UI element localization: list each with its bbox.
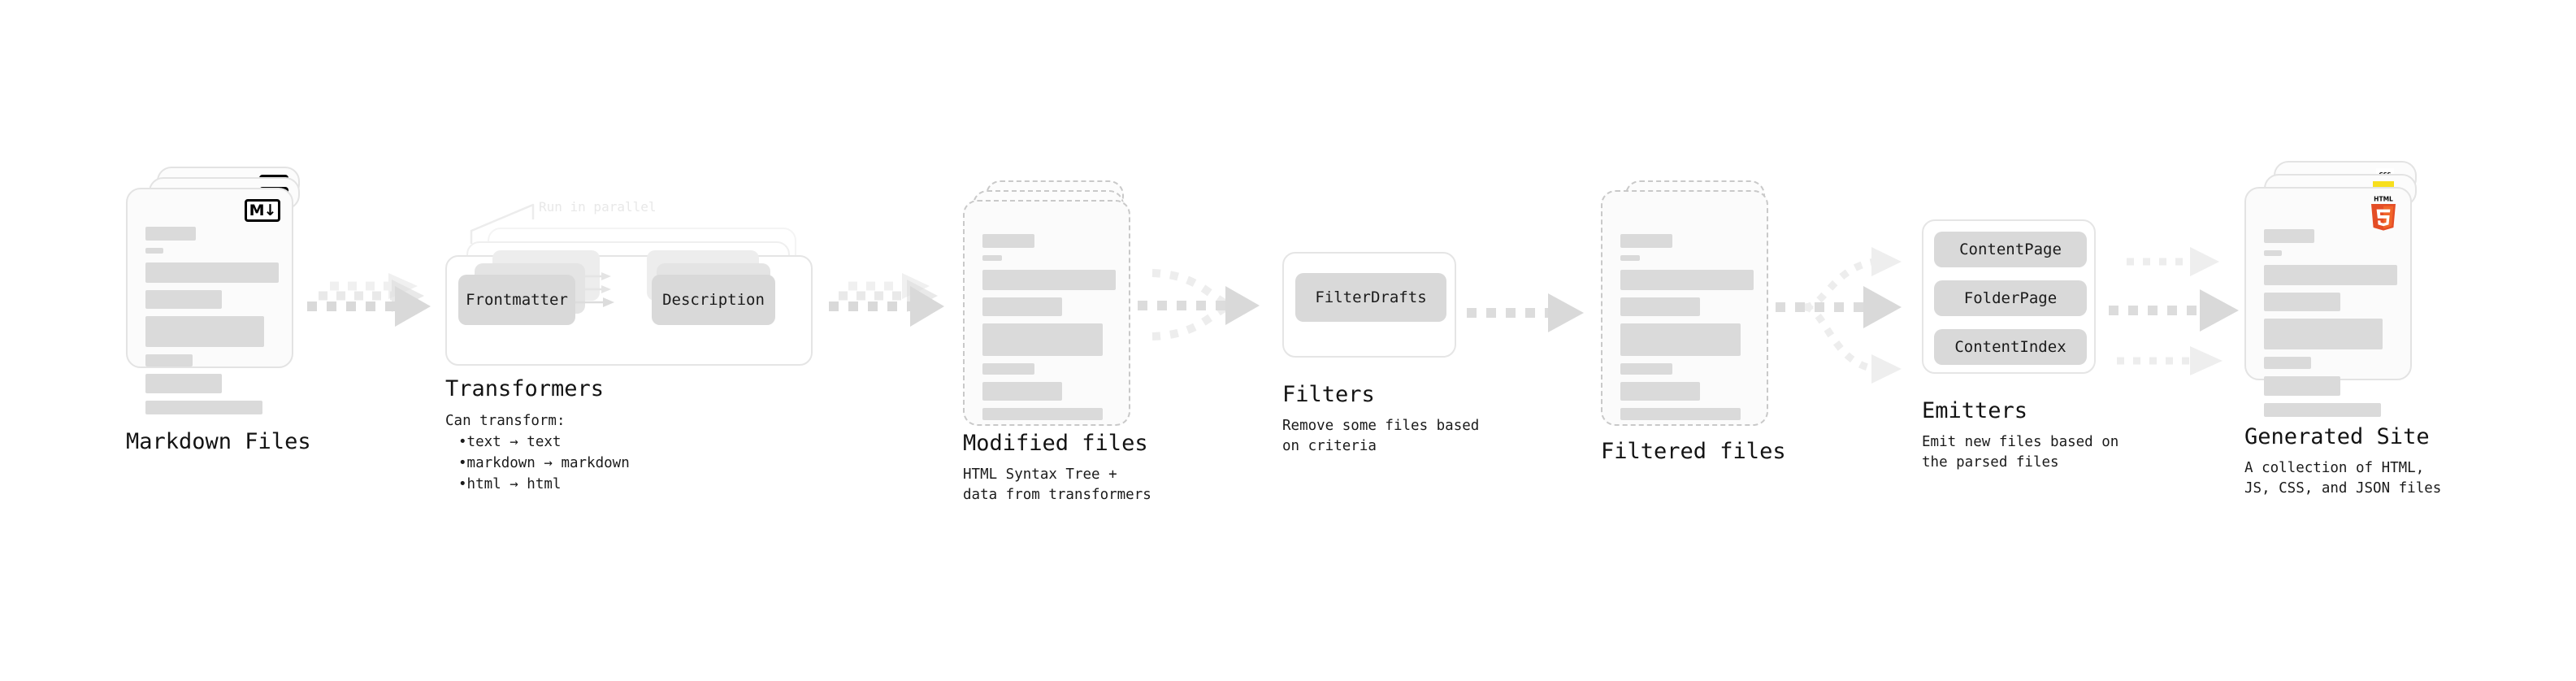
stage-markdown-files: M↓ M↓ M↓ [126,167,313,414]
doc-placeholder-bars [2264,229,2397,424]
stage-title-filters: Filters [1282,382,1375,407]
run-in-parallel-bracket [470,203,535,244]
bar [145,316,264,347]
transformers-bullet-list: text → text markdown → markdown html → h… [445,432,630,495]
connector-filters-to-filtered [1467,286,1593,343]
bullet-item: markdown → markdown [458,453,630,474]
bar [982,234,1034,248]
transformer-box[interactable]: Frontmatter Description [445,250,813,366]
bar [2264,376,2340,396]
stage-subtitle-filters: Remove some files based on criteria [1282,418,1480,454]
bar [2264,265,2397,285]
document-stack-filtered [1601,180,1780,426]
bar [1620,363,1672,375]
bar [1620,297,1700,316]
bar [982,323,1103,356]
bar [982,255,1002,261]
stage-title-markdown-files: Markdown Files [126,429,311,454]
doc-card-front [1601,190,1768,426]
bar [2264,403,2381,417]
bar [1620,408,1741,420]
bar [2264,293,2340,311]
stage-title-generated-site: Generated Site [2244,424,2430,449]
chip-contentpage[interactable]: ContentPage [1934,232,2087,267]
connector-transformers-to-modified [829,268,951,358]
transformer-inner-arrows [570,272,614,307]
bar [1620,323,1741,356]
stage-modified-files [963,180,1142,426]
doc-placeholder-bars [1620,234,1754,427]
doc-card-front: HTML [2244,187,2412,417]
dotted-arrow-stacked [307,273,431,327]
bar [982,382,1062,401]
document-stack-markdown: M↓ M↓ M↓ [126,167,313,414]
dotted-arrow-single [1467,293,1584,332]
bar [1620,382,1700,401]
chip-filterdrafts[interactable]: FilterDrafts [1295,273,1446,322]
bar [2264,357,2311,369]
doc-card-front: M↓ [126,188,293,414]
emitters-box[interactable]: ContentPage FolderPage ContentIndex [1922,219,2096,374]
bar [1620,234,1672,248]
bar [982,297,1062,316]
run-in-parallel-label: Run in parallel [539,199,657,215]
connector-md-to-transformers [307,268,437,358]
bar [2264,319,2383,349]
bar [982,270,1116,290]
bar [145,262,279,283]
connector-modified-to-filters [1138,258,1276,364]
bar [145,290,222,309]
dotted-arrow-branch [1776,247,1902,384]
stage-subtitle-generated-site: A collection of HTML, JS, CSS, and JSON … [2244,460,2442,497]
transformers-bullets-lead: Can transform: [445,413,566,429]
stage-generated-site: CSS HTML [2244,161,2431,421]
dotted-arrow-stacked [829,273,944,327]
connector-emitters-to-site [2109,241,2255,395]
stage-title-emitters: Emitters [1922,398,2028,423]
bar [145,401,262,414]
bar [2264,229,2314,243]
stage-title-filtered-files: Filtered files [1601,439,1786,464]
connector-filtered-to-emitters [1776,241,1918,395]
stage-title-modified-files: Modified files [963,431,1148,456]
chip-contentindex[interactable]: ContentIndex [1934,329,2087,365]
svg-text:HTML: HTML [2374,196,2393,203]
doc-placeholder-bars [982,234,1116,427]
bar [145,248,163,254]
chip-frontmatter[interactable]: Frontmatter [458,275,575,325]
document-stack-modified [963,180,1142,426]
chip-folderpage[interactable]: FolderPage [1934,280,2087,316]
dotted-arrow-merge [1138,269,1260,340]
chip-description[interactable]: Description [652,275,775,325]
bar [982,363,1034,375]
stage-subtitle-modified-files: HTML Syntax Tree + data from transformer… [963,466,1151,503]
html5-shield-icon: HTML [2371,196,2396,231]
bar [145,354,193,367]
stage-subtitle-emitters: Emit new files based on the parsed files [1922,434,2119,471]
transformers-bullets: Can transform: text → text markdown → ma… [445,410,630,495]
bar [145,227,196,241]
document-stack-generated: CSS HTML [2244,161,2431,421]
html5-badge: HTML [2368,195,2399,232]
bullet-item: html → html [458,474,630,495]
bar [1620,255,1640,261]
filters-box[interactable]: FilterDrafts [1282,252,1456,358]
markdown-badge: M↓ [245,199,280,222]
bar [2264,250,2282,256]
doc-card-front [963,200,1130,426]
bullet-item: text → text [458,432,630,453]
bar [1620,270,1754,290]
bar [145,374,222,393]
stage-filtered-files [1601,180,1780,426]
doc-placeholder-bars [145,227,279,422]
bar [982,408,1103,420]
stage-title-transformers: Transformers [445,376,605,401]
dotted-arrow-triple [2109,247,2239,375]
